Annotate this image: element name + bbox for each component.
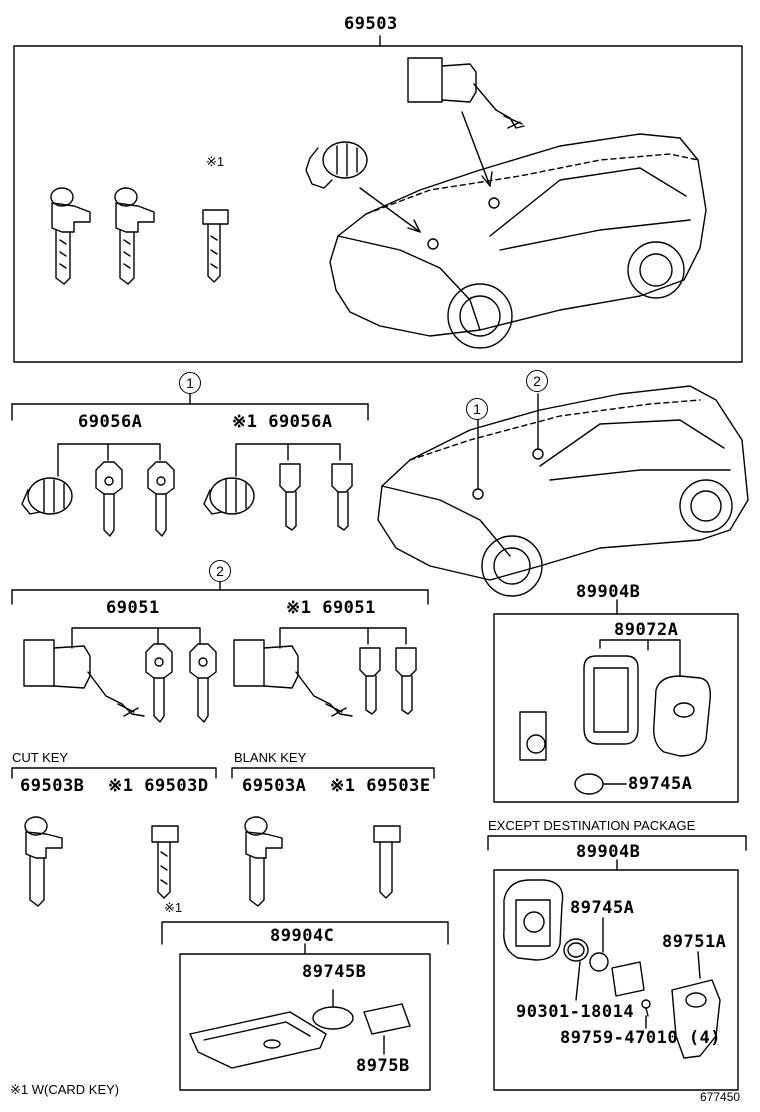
car-reference-circle-1: 1 [466, 398, 488, 420]
card-cover [363, 1003, 411, 1035]
master-key-g1a-2 [147, 461, 175, 537]
part-number-69503: 69503 [344, 14, 398, 34]
battery-89745a-2 [589, 952, 609, 972]
battery-89745a-1 [574, 773, 604, 795]
part-number-89072a: 89072A [614, 620, 679, 640]
smart-key-body [503, 879, 564, 961]
key-with-transponder-1 [50, 187, 91, 285]
part-number-89904b-except: 89904B [576, 842, 641, 862]
door-cylinder-g2a [23, 639, 145, 717]
part-number-69051-w-card: ※1 69051 [286, 598, 376, 618]
part-number-89745a-except: 89745A [570, 898, 635, 918]
footnote-card-key: ※1 W(CARD KEY) [10, 1082, 120, 1097]
part-number-89751a: 89751A [662, 932, 727, 952]
except-destination-caption: EXCEPT DESTINATION PACKAGE [488, 818, 696, 833]
key-g1b-1 [279, 463, 301, 531]
door-cylinder-g2b [233, 639, 353, 717]
master-key-g2a-1 [145, 643, 173, 723]
oring-90301 [563, 938, 589, 962]
part-number-90301-18014: 90301-18014 [516, 1002, 635, 1022]
key-with-transponder-2 [114, 187, 155, 285]
cut-key-transponder [24, 816, 63, 907]
key-g1b-2 [331, 463, 353, 531]
card-key [189, 1011, 327, 1069]
car-top [329, 133, 707, 349]
part-number-69503b: 69503B [20, 776, 85, 796]
reference-circle-1: 1 [179, 372, 201, 394]
emergency-key-top [202, 209, 229, 283]
key-g2b-2 [395, 647, 417, 715]
part-number-89745b: 89745B [302, 962, 367, 982]
part-number-69056a-w-card: ※1 69056A [232, 412, 333, 432]
card-key-marker: ※1 [164, 900, 183, 915]
smart-key-cover-89751a [671, 979, 721, 1059]
cut-key-emergency [151, 825, 179, 899]
diagram-code: 677450 [700, 1090, 741, 1104]
part-number-69503d: ※1 69503D [108, 776, 209, 796]
part-number-89759-47010: 89759-47010 (4) [560, 1028, 722, 1048]
part-number-89904c: 89904C [270, 926, 335, 946]
ignition-cylinder-g1a [21, 477, 73, 515]
battery-89745b [312, 1006, 354, 1030]
part-number-89904b: 89904B [576, 582, 641, 602]
reference-circle-2: 2 [209, 560, 231, 582]
screw-89759 [641, 999, 651, 1009]
ignition-cylinder-top [305, 141, 368, 189]
master-key-g1a-1 [95, 461, 123, 537]
car-reference-circle-2: 2 [526, 370, 548, 392]
smart-key-case [519, 655, 639, 761]
key-g2b-1 [359, 647, 381, 715]
part-number-69503e: ※1 69503E [330, 776, 431, 796]
cut-key-caption: CUT KEY [12, 750, 69, 765]
door-lock-cylinder-top [407, 57, 525, 129]
card-key-marker-top: ※1 [206, 154, 225, 169]
ignition-cylinder-g1b [203, 477, 255, 515]
smart-key-cover [653, 675, 711, 757]
blank-key-caption: BLANK KEY [234, 750, 307, 765]
blank-key-transponder [244, 816, 283, 907]
part-number-8975b: 8975B [356, 1056, 410, 1076]
part-number-89745a: 89745A [628, 774, 693, 794]
part-number-69503a: 69503A [242, 776, 307, 796]
inner-plate [611, 961, 645, 997]
part-number-69056a: 69056A [78, 412, 143, 432]
blank-key-emergency [373, 825, 401, 899]
master-key-g2a-2 [189, 643, 217, 723]
part-number-69051: 69051 [106, 598, 160, 618]
car-middle [377, 385, 749, 597]
